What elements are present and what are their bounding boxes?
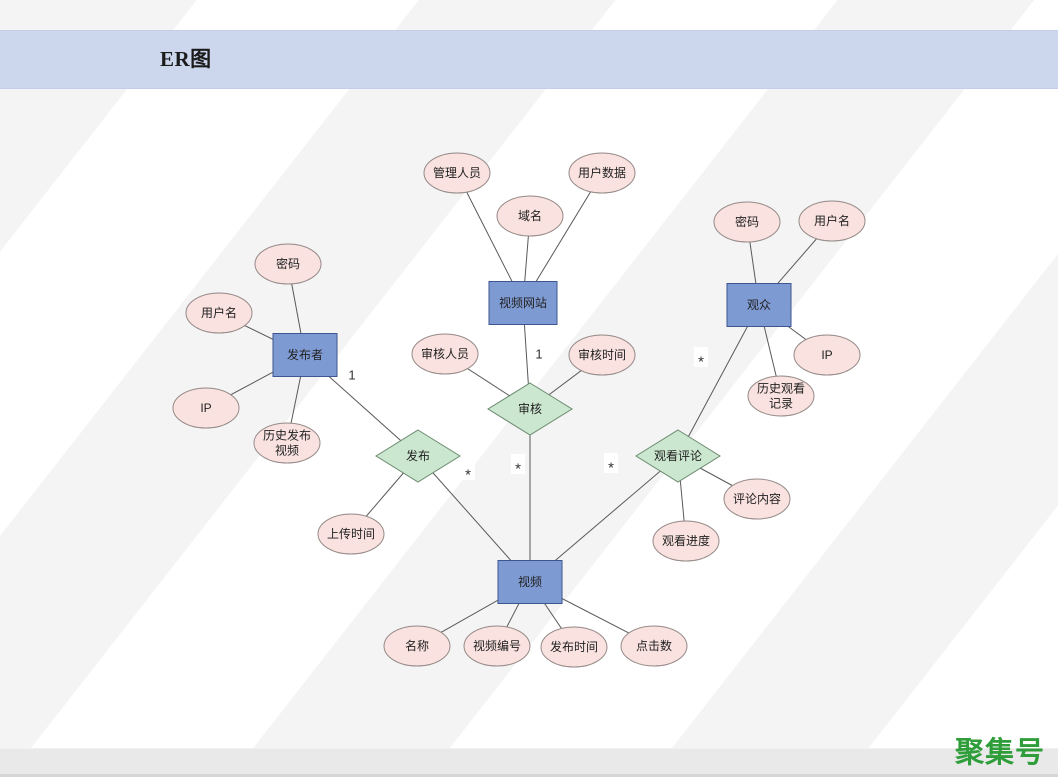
attribute-upload-time: 上传时间 xyxy=(317,513,385,555)
attribute-label: 用户名 xyxy=(814,213,850,228)
cardinality-text: * xyxy=(608,460,614,477)
entity-audience: 观众 xyxy=(726,283,792,327)
cardinality-text: * xyxy=(698,354,704,371)
attribute-label: 观看进度 xyxy=(662,533,710,548)
page-title: ER图 xyxy=(160,47,212,71)
entity-label: 发布者 xyxy=(287,347,323,362)
attribute-review-time: 审核时间 xyxy=(568,334,636,376)
relationship-publish: 发布 xyxy=(375,429,461,483)
entity-label: 观众 xyxy=(747,298,771,312)
attribute-label: 历史发布视频 xyxy=(263,428,311,458)
attribute-click-count: 点击数 xyxy=(620,625,688,667)
site-logo[interactable]: 聚集号 xyxy=(954,737,1045,769)
cardinality-label: * xyxy=(694,347,708,371)
entity-label: 视频 xyxy=(518,574,542,589)
attribute-domain-name: 域名 xyxy=(496,195,564,237)
cardinality-text: 1 xyxy=(348,368,355,383)
cardinality-text: * xyxy=(465,467,471,484)
entity-label: 视频网站 xyxy=(499,295,547,310)
attribute-label: 上传时间 xyxy=(327,526,375,541)
page-header: ER图 xyxy=(0,30,1058,89)
attribute-label: 发布时间 xyxy=(550,639,598,654)
entity-video-site: 视频网站 xyxy=(488,281,558,325)
attribute-user-data: 用户数据 xyxy=(568,152,636,194)
attribute-label: 评论内容 xyxy=(733,491,781,506)
attribute-label: 密码 xyxy=(276,256,300,271)
page-footer xyxy=(0,748,1058,777)
attribute-review-staff: 审核人员 xyxy=(411,333,479,375)
relationship-label: 发布 xyxy=(406,448,430,463)
attribute-label: 域名 xyxy=(518,208,542,223)
attribute-label: 审核时间 xyxy=(578,347,626,362)
cardinality-text: * xyxy=(515,461,521,478)
edge-audience-watch-comment xyxy=(677,304,760,457)
cardinality-label: 1 xyxy=(345,365,359,385)
attribute-video-name: 名称 xyxy=(383,625,451,667)
attribute-label: 用户数据 xyxy=(578,165,626,180)
cardinality-label: 1 xyxy=(532,344,546,364)
entity-publisher: 发布者 xyxy=(272,333,338,377)
attribute-watch-progress: 观看进度 xyxy=(652,520,720,562)
attribute-aud-password: 密码 xyxy=(713,201,781,243)
cardinality-label: * xyxy=(604,453,618,477)
attribute-pub-ip: IP xyxy=(172,387,240,429)
attribute-video-id: 视频编号 xyxy=(463,625,531,667)
relationship-label: 审核 xyxy=(518,401,542,416)
relationship-label: 观看评论 xyxy=(654,449,702,463)
attribute-pub-password: 密码 xyxy=(254,243,322,285)
attribute-label: 视频编号 xyxy=(473,638,521,653)
entity-video: 视频 xyxy=(497,560,563,604)
attribute-label: 审核人员 xyxy=(421,346,469,361)
attribute-admin-staff: 管理人员 xyxy=(423,152,491,194)
attribute-label: 历史观看记录 xyxy=(757,382,805,411)
attribute-label: IP xyxy=(821,348,832,362)
cardinality-label: * xyxy=(511,454,525,478)
attribute-label: 密码 xyxy=(735,214,759,229)
attribute-label: 管理人员 xyxy=(433,165,481,180)
attribute-label: 点击数 xyxy=(636,638,672,653)
relationship-watch-comment: 观看评论 xyxy=(635,429,721,483)
attribute-label: IP xyxy=(200,401,211,415)
attribute-pub-history: 历史发布视频 xyxy=(253,422,321,464)
attribute-aud-ip: IP xyxy=(793,334,861,376)
attribute-label: 名称 xyxy=(405,638,429,653)
relationship-review: 审核 xyxy=(487,382,573,436)
attribute-publish-time: 发布时间 xyxy=(540,626,608,668)
cardinality-text: 1 xyxy=(535,347,542,362)
attribute-label: 用户名 xyxy=(201,305,237,320)
cardinality-label: * xyxy=(461,460,475,484)
attribute-comment-content: 评论内容 xyxy=(723,478,791,520)
attribute-pub-username: 用户名 xyxy=(185,292,253,334)
attribute-aud-history: 历史观看记录 xyxy=(747,375,815,417)
attribute-aud-username: 用户名 xyxy=(798,200,866,242)
